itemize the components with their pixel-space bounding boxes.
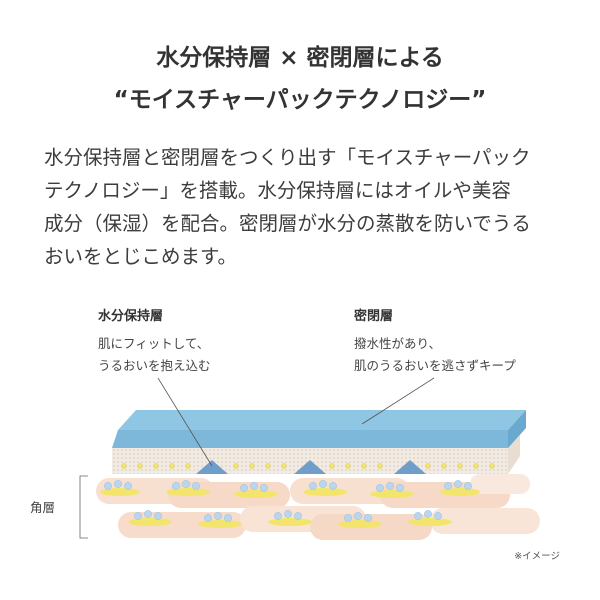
body-line-1: 水分保持層と密閉層をつくり出す「モイスチャーパック <box>44 146 531 169</box>
stratum-corneum-label: 角層 <box>30 500 56 515</box>
seal-layer-desc-2: 肌のうるおいを逃さずキープ <box>354 358 516 373</box>
corneum-cells-front <box>118 506 540 540</box>
water-layer-title: 水分保持層 <box>98 309 164 324</box>
water-layer-desc-2: うるおいを抱え込む <box>98 358 211 373</box>
headline-line-2: “モイスチャーパックテクノロジー” <box>113 87 487 113</box>
water-retention-layer <box>112 430 520 474</box>
seal-layer-desc-1: 撥水性があり、 <box>354 336 442 351</box>
sealing-layer <box>112 410 526 448</box>
leader-line-seal <box>361 377 435 425</box>
leader-line-water <box>157 377 213 467</box>
oil-and-droplets <box>100 480 480 528</box>
water-layer-desc-1: 肌にフィットして、 <box>98 336 210 351</box>
seal-layer-title: 密閉層 <box>354 309 394 324</box>
body-line-2: テクノロジー」を搭載。水分保持層にはオイルや美容 <box>44 179 511 202</box>
body-line-4: おいをとじこめます。 <box>44 245 238 268</box>
headline-line-1: 水分保持層 × 密閉層による <box>156 45 444 71</box>
corneum-bracket <box>79 475 88 539</box>
body-line-3: 成分（保湿）を配合。密閉層が水分の蒸散を防いでうる <box>44 212 531 235</box>
image-note: ※イメージ <box>514 551 560 562</box>
